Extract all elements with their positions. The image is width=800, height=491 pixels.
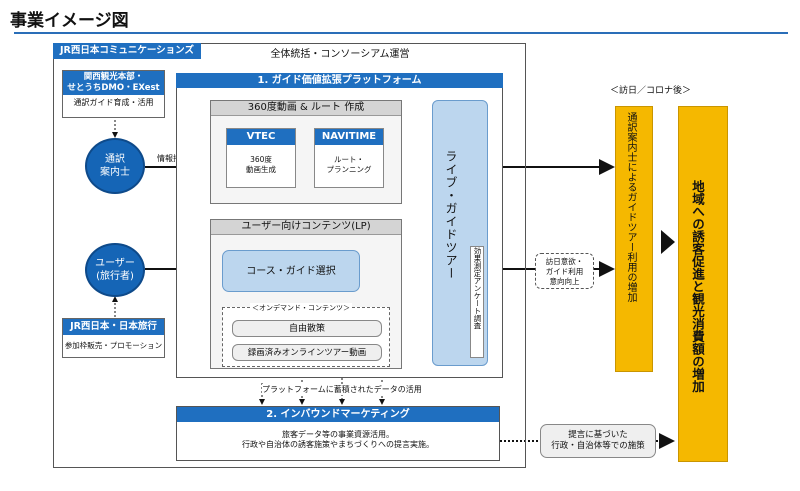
vtec-desc-line1: 360度 [250, 155, 272, 164]
user-circle-line2: (旅行者) [96, 271, 134, 282]
navitime-label: NAVITIME [315, 129, 383, 145]
page-title: 事業イメージ図 [10, 11, 129, 31]
regional-box [678, 106, 728, 462]
course-guide-button[interactable]: コース・ガイド選択 [222, 250, 360, 292]
vtec-label: VTEC [227, 129, 295, 145]
navitime-desc-line1: ルート・ [334, 155, 364, 164]
policy-line2: 行政・自治体等での施策 [551, 441, 645, 451]
jr-sub: 参加枠販売・プロモーション [64, 341, 163, 350]
consortium-frame [53, 43, 526, 468]
jr-title: JR西日本・日本旅行 [63, 319, 164, 335]
intent-box: 訪日意欲・ ガイド利用 意向向上 [535, 253, 594, 289]
policy-line1: 提言に基づいた [568, 430, 628, 440]
regional-label: 地域への誘客促進と観光消費額の増加 [690, 180, 705, 393]
guide-usage-increase-box [615, 106, 653, 372]
platform-header: 1. ガイド価値拡張プラットフォーム [176, 73, 503, 88]
ondemand-label: ＜オンデマンド・コンテンツ＞ [250, 303, 352, 313]
vtec-box: VTEC 360度 動画生成 [226, 128, 296, 188]
guide-circle: 通訳 案内士 [85, 138, 145, 194]
triangle-arrow [661, 230, 675, 254]
vtec-desc-line2: 動画生成 [246, 165, 276, 174]
recorded-tour-item[interactable]: 録画済みオンラインツアー動画 [232, 344, 382, 361]
live-guide-tour-label: ライブ・ガイドツアー [444, 150, 458, 280]
marketing-header: 2. インバウンドマーケティング [177, 407, 499, 422]
kansai-title-line2: せとうちDMO・EXest [67, 83, 160, 93]
video-route-title: 360度動画 & ルート 作成 [211, 101, 401, 116]
kansai-title-line1: 関西観光本部・ [83, 72, 144, 82]
guide-circle-line1: 通訳 [105, 154, 125, 165]
kansai-sub: 通訳ガイド育成・活用 [73, 98, 154, 107]
kansai-box: 関西観光本部・ せとうちDMO・EXest 通訳ガイド育成・活用 [62, 70, 165, 118]
survey-label: 効果測定アンケート調査 [470, 246, 484, 358]
user-circle: ユーザー (旅行者) [85, 243, 145, 297]
title-underline [14, 32, 788, 34]
guide-circle-line2: 案内士 [100, 167, 130, 178]
data-usage-label: プラットフォームに蓄積されたデータの活用 [262, 384, 422, 395]
policy-box: 提言に基づいた 行政・自治体等での施策 [540, 424, 656, 458]
navitime-box: NAVITIME ルート・ プランニング [314, 128, 384, 188]
lp-title: ユーザー向けコンテンツ(LP) [211, 220, 401, 235]
guide-usage-increase-label: 通訳案内士によるガイドツアー利用の増加 [625, 112, 636, 302]
user-circle-line1: ユーザー [95, 258, 135, 269]
marketing-box: 2. インバウンドマーケティング 旅客データ等の事業資源活用。 行政や自治体の誘… [176, 406, 500, 461]
navitime-desc-line2: プランニング [326, 165, 372, 174]
marketing-line1: 旅客データ等の事業資源活用。 [282, 430, 394, 439]
org-header: JR西日本コミュニケーションズ [53, 43, 201, 59]
info-label: 情報搭載 [157, 154, 189, 163]
after-label: ＜訪日／コロナ後＞ [610, 86, 692, 96]
jr-box: JR西日本・日本旅行 参加枠販売・プロモーション [62, 318, 165, 358]
org-top-label: 全体統括・コンソーシアム運営 [270, 49, 410, 60]
intent-line3: 意向向上 [549, 277, 580, 286]
free-walk-item[interactable]: 自由散策 [232, 320, 382, 337]
intent-line1: 訪日意欲・ [545, 257, 584, 266]
intent-line2: ガイド利用 [545, 267, 584, 276]
marketing-line2: 行政や自治体の誘客施策やまちづくりへの提言実施。 [242, 440, 434, 449]
